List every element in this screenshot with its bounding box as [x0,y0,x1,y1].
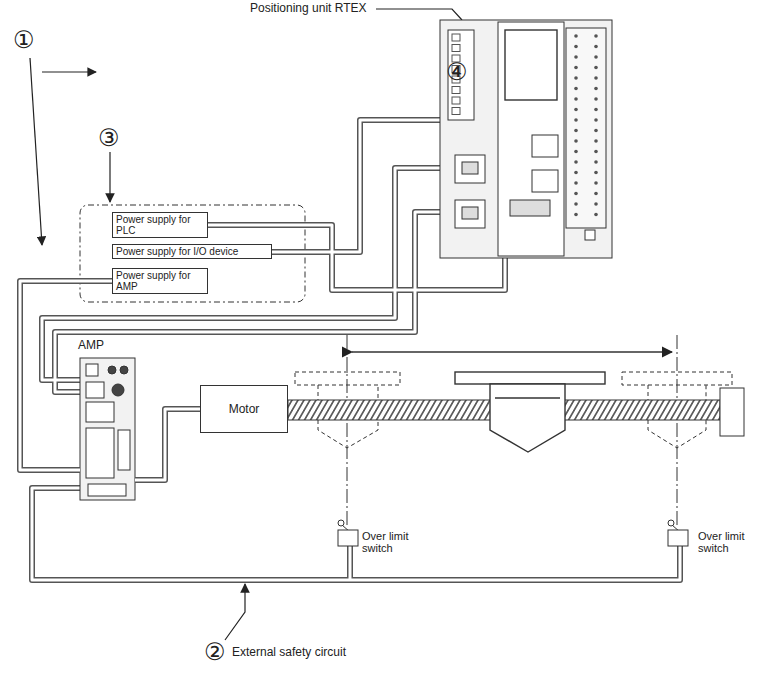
node-text: AMP [78,338,138,352]
terminal-dot [574,139,578,143]
terminal [452,87,460,94]
power-supply-box: Power supply for PLC [112,212,208,238]
node-text: Motor [229,402,260,416]
terminal-dot [594,55,598,59]
terminal-dot [594,118,598,122]
stage [455,372,605,452]
part-name: Over limit switch [698,530,760,554]
callout-number: ① [13,28,35,52]
terminal-dot [574,213,578,217]
power-supply-box: Power supply for I/O device [112,244,272,259]
amp-device [80,358,135,500]
terminal-dot [574,34,578,38]
cable-connector [135,409,200,480]
terminal-dot [594,129,598,133]
terminal-dot [594,76,598,80]
terminal-dot [574,181,578,185]
terminal-dot [594,34,598,38]
positioning-unit [440,20,612,258]
terminal-dot [594,202,598,206]
motor-box: Motor [200,385,288,433]
terminal-dot [574,150,578,154]
terminal-dot [574,87,578,91]
terminal [452,97,460,104]
part-name: External safety circuit [232,646,346,659]
node-text: Power supply for PLC [116,214,204,236]
terminal-dot [594,160,598,164]
terminal [452,45,460,52]
terminal-dot [594,97,598,101]
power-supply-box: Power supply for AMP [112,268,208,294]
terminal-dot [574,129,578,133]
terminal-dot [574,108,578,112]
node-text: Power supply for AMP [116,270,204,292]
part-name: Positioning unit RTEX [250,2,367,15]
terminal-dot [574,202,578,206]
amplifier: AMP [78,338,138,502]
terminal-dot [594,66,598,70]
terminal [452,34,460,41]
terminal-dot [594,192,598,196]
node-text: Power supply for I/O device [116,246,268,257]
cable-connector [20,281,112,470]
terminal-dot [574,97,578,101]
terminal-dot [594,108,598,112]
terminal-dot [574,160,578,164]
terminal-dot [574,76,578,80]
terminal-dot [574,192,578,196]
terminal-dot [594,87,598,91]
terminal-dot [594,213,598,217]
terminal-dot [594,150,598,154]
terminal-dot [594,181,598,185]
terminal-dot [594,171,598,175]
terminal-dot [594,139,598,143]
travel-range [347,335,677,525]
part-name: Over limit switch [362,530,424,554]
callout-number: ② [204,640,226,664]
terminal [452,108,460,115]
terminal-dot [574,45,578,49]
terminal-dot [574,118,578,122]
terminal-dot [574,171,578,175]
terminal-dots [452,34,598,216]
callout-number: ③ [98,126,120,150]
terminal-dot [574,55,578,59]
terminal-dot [574,66,578,70]
end-bearing [720,388,744,436]
callout-number: ④ [446,60,468,84]
power-supply-group [80,205,305,302]
terminal-dot [594,45,598,49]
